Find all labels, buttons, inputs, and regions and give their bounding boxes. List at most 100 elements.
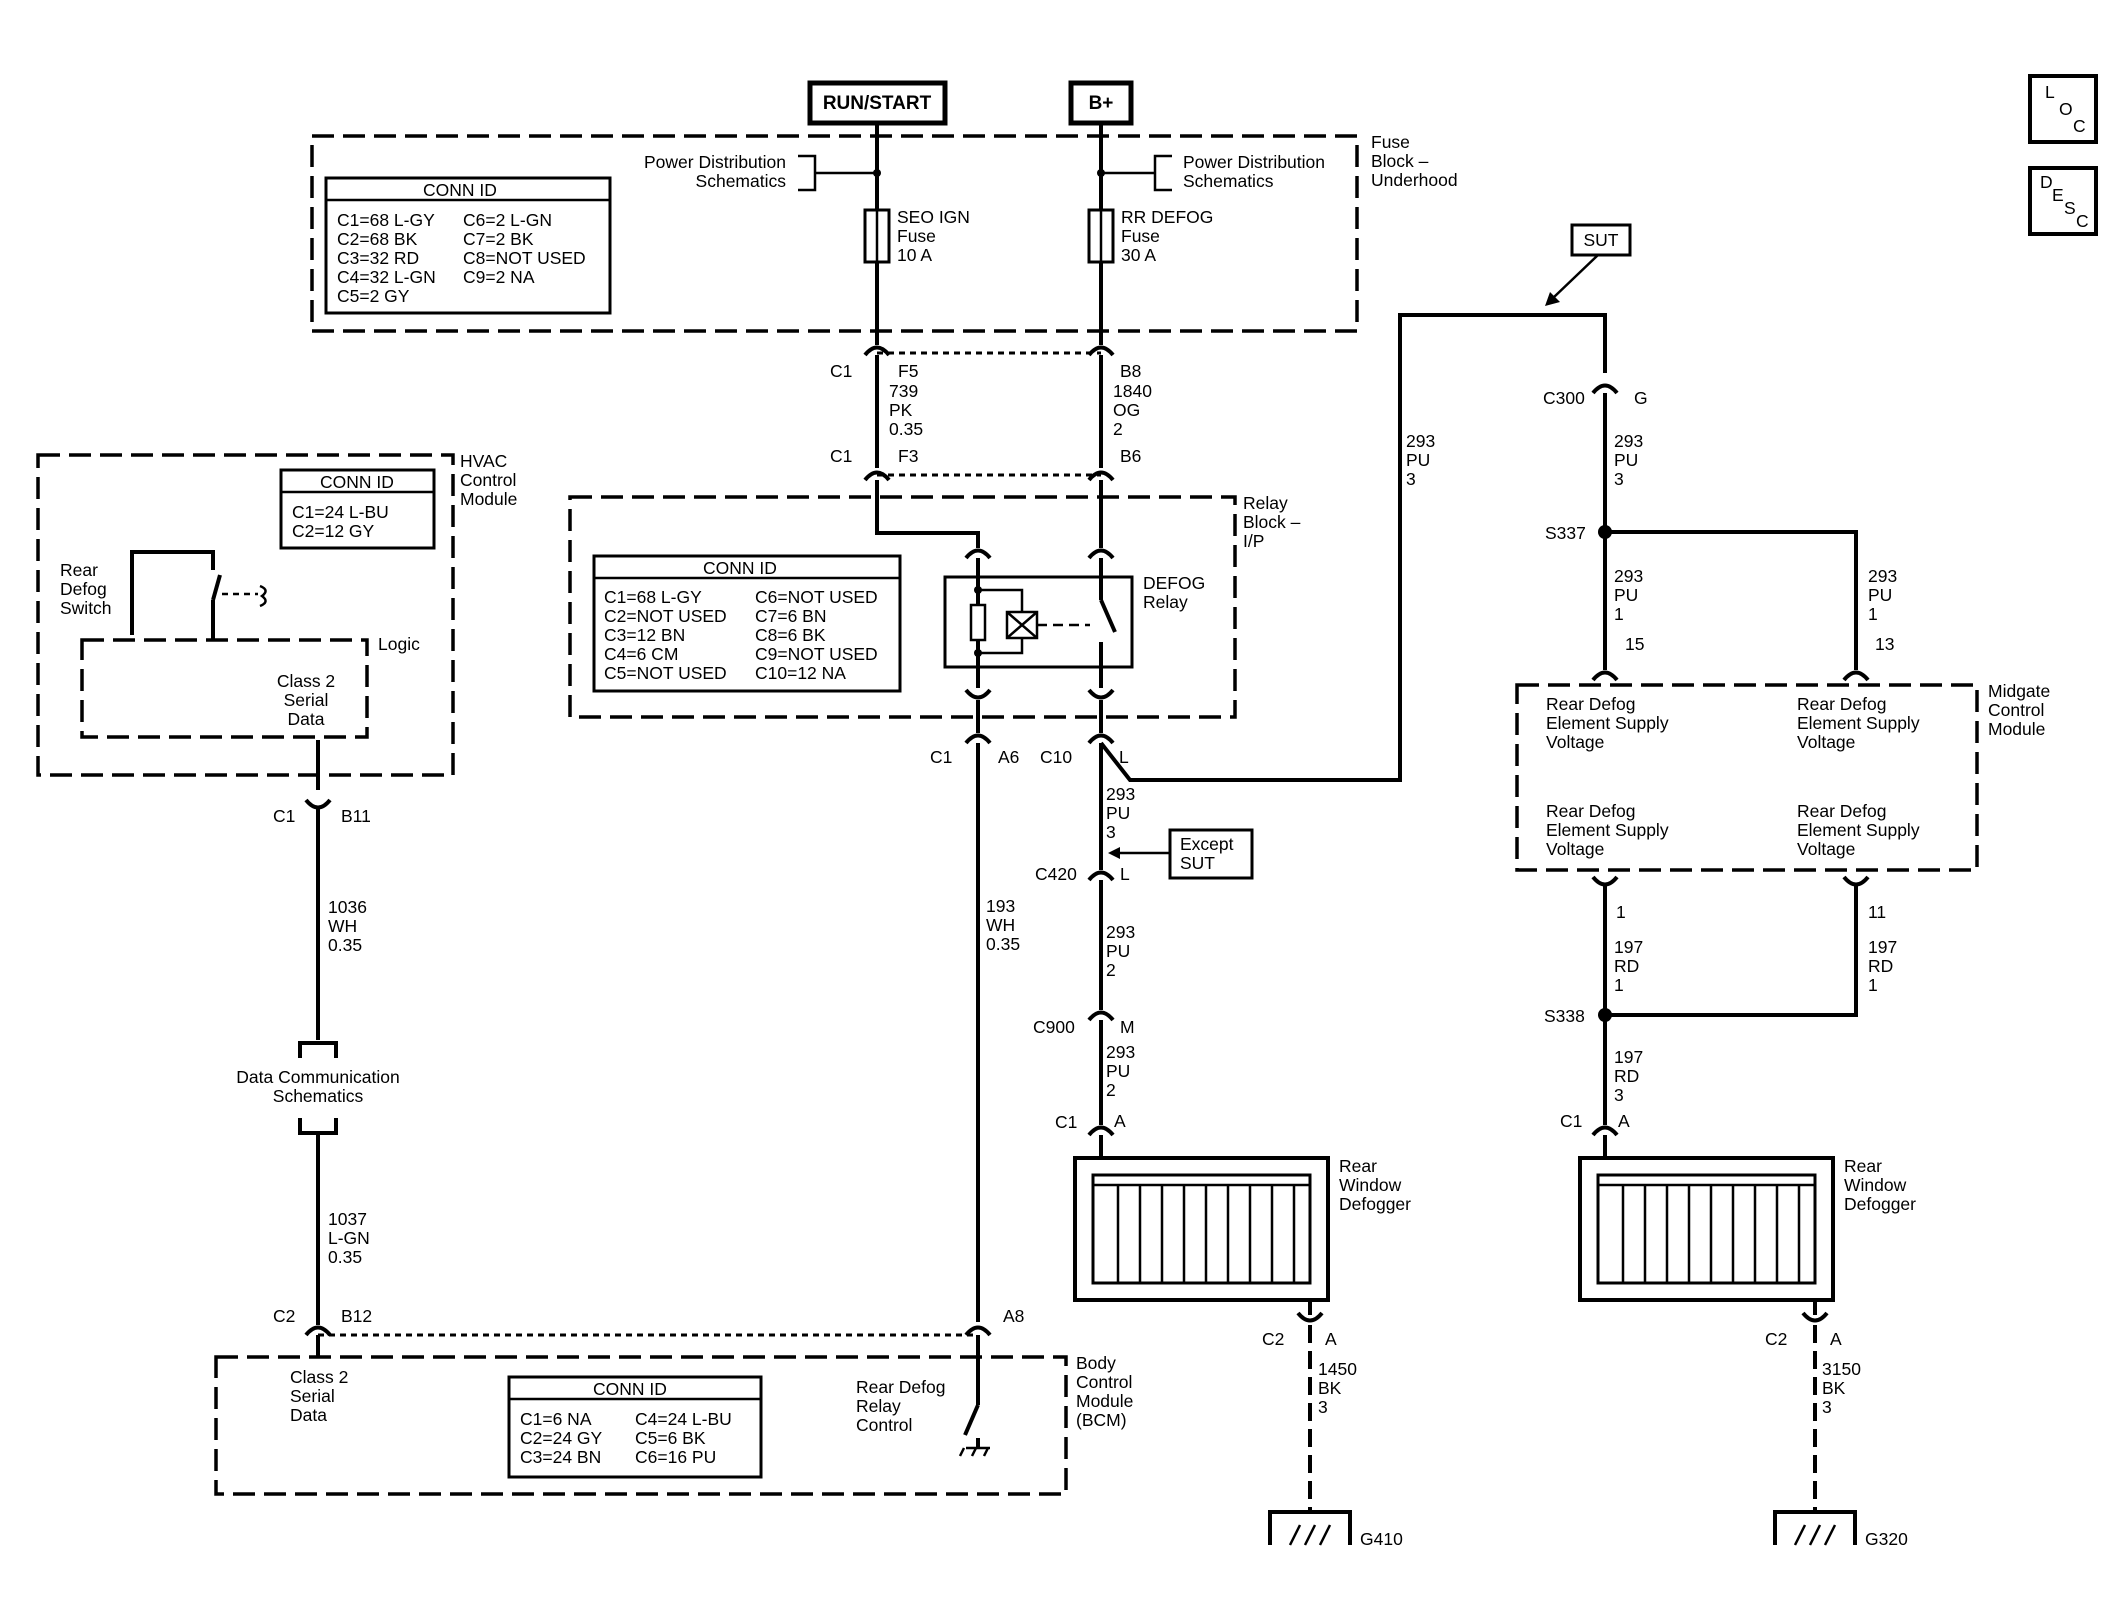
bcm-serial-labels: Class 2 Serial Data bbox=[290, 1367, 348, 1425]
svg-text:C1: C1 bbox=[830, 361, 852, 381]
svg-text:C3=32 RD: C3=32 RD bbox=[337, 248, 419, 268]
svg-text:Fuse: Fuse bbox=[1371, 132, 1410, 152]
svg-text:HVAC: HVAC bbox=[460, 451, 507, 471]
svg-text:A: A bbox=[1325, 1329, 1337, 1349]
svg-text:PU: PU bbox=[1106, 1061, 1130, 1081]
sut-lower-labels: 1 11 197 RD 1 197 RD 1 S338 197 RD 3 C1 … bbox=[1544, 902, 1897, 1131]
svg-text:3: 3 bbox=[1822, 1397, 1832, 1417]
svg-text:RD: RD bbox=[1614, 1066, 1639, 1086]
connector-b6 bbox=[1087, 470, 1115, 482]
svg-text:293: 293 bbox=[1614, 431, 1643, 451]
rear-window-defogger-1: Rear Window Defogger bbox=[1073, 1135, 1411, 1302]
svg-text:1: 1 bbox=[1616, 902, 1626, 922]
svg-text:BK: BK bbox=[1318, 1378, 1342, 1398]
svg-text:C2=NOT USED: C2=NOT USED bbox=[604, 606, 727, 626]
rear-defog-relay-control: Rear Defog Relay Control bbox=[856, 1335, 990, 1457]
sut-note: SUT bbox=[1545, 223, 1632, 306]
svg-text:DEFOG: DEFOG bbox=[1143, 573, 1205, 593]
svg-text:Power Distribution: Power Distribution bbox=[1183, 152, 1325, 172]
svg-text:0.35: 0.35 bbox=[986, 934, 1020, 954]
svg-text:Class 2: Class 2 bbox=[277, 671, 335, 691]
svg-text:1840: 1840 bbox=[1113, 381, 1152, 401]
svg-text:CONN ID: CONN ID bbox=[703, 558, 777, 578]
svg-text:PU: PU bbox=[1406, 450, 1430, 470]
svg-text:Schematics: Schematics bbox=[696, 171, 787, 191]
svg-text:L-GN: L-GN bbox=[328, 1228, 370, 1248]
fuse-block-title: Fuse Block – Underhood bbox=[1371, 132, 1458, 190]
svg-text:SUT: SUT bbox=[1180, 853, 1215, 873]
svg-text:Voltage: Voltage bbox=[1797, 839, 1855, 859]
rear-window-defogger-2: Rear Window Defogger bbox=[1578, 1135, 1916, 1302]
bcm-outline bbox=[214, 1355, 1068, 1496]
bcm-title: Body Control Module (BCM) bbox=[1076, 1353, 1133, 1430]
svg-text:293: 293 bbox=[1614, 566, 1643, 586]
svg-text:C420: C420 bbox=[1035, 864, 1077, 884]
svg-text:PK: PK bbox=[889, 400, 913, 420]
svg-text:Window: Window bbox=[1844, 1175, 1907, 1195]
hvac-title: HVAC Control Module bbox=[460, 451, 517, 509]
svg-text:(BCM): (BCM) bbox=[1076, 1410, 1127, 1430]
svg-text:C1: C1 bbox=[930, 747, 952, 767]
svg-text:Element Supply: Element Supply bbox=[1797, 713, 1920, 733]
midgate-control-module-outline bbox=[1515, 683, 1979, 872]
svg-text:B11: B11 bbox=[341, 806, 371, 826]
rr-defog-fuse: RR DEFOG Fuse 30 A bbox=[1087, 207, 1213, 265]
svg-text:C2=24 GY: C2=24 GY bbox=[520, 1428, 603, 1448]
svg-text:Defogger: Defogger bbox=[1844, 1194, 1916, 1214]
svg-text:Body: Body bbox=[1076, 1353, 1116, 1373]
svg-text:G410: G410 bbox=[1360, 1529, 1403, 1549]
svg-text:D: D bbox=[2040, 172, 2053, 192]
svg-text:PU: PU bbox=[1614, 585, 1638, 605]
svg-text:C2: C2 bbox=[273, 1306, 295, 1326]
hvac-logic-box bbox=[80, 638, 369, 739]
svg-text:C5=6 BK: C5=6 BK bbox=[635, 1428, 706, 1448]
svg-text:293: 293 bbox=[1406, 431, 1435, 451]
power-distribution-ref-right: Power Distribution Schematics bbox=[1101, 152, 1325, 192]
svg-text:Logic: Logic bbox=[378, 634, 420, 654]
svg-text:1: 1 bbox=[1614, 604, 1624, 624]
midgate-labels: Midgate Control Module Rear Defog Elemen… bbox=[1546, 681, 2050, 859]
middle-lower-labels: C420 L 293 PU 2 C900 M 293 PU 2 C1 A bbox=[1033, 864, 1135, 1132]
svg-text:Block –: Block – bbox=[1243, 512, 1301, 532]
loc-button[interactable]: L O C bbox=[2028, 74, 2098, 144]
svg-text:Rear: Rear bbox=[1844, 1156, 1882, 1176]
svg-text:Relay: Relay bbox=[1143, 592, 1188, 612]
splice-s338 bbox=[1598, 1008, 1612, 1022]
svg-text:C1=68 L-GY: C1=68 L-GY bbox=[604, 587, 702, 607]
desc-button[interactable]: D E S C bbox=[2028, 166, 2098, 236]
connector-c1-f5 bbox=[863, 345, 891, 357]
svg-text:0.35: 0.35 bbox=[889, 419, 923, 439]
svg-text:B8: B8 bbox=[1120, 361, 1141, 381]
svg-text:A: A bbox=[1830, 1329, 1842, 1349]
middle-ground-labels: C2 A 1450 BK 3 bbox=[1262, 1329, 1357, 1417]
svg-text:C: C bbox=[2076, 211, 2089, 231]
svg-text:30 A: 30 A bbox=[1121, 245, 1156, 265]
b-plus-source: B+ bbox=[1068, 80, 1134, 126]
svg-text:Voltage: Voltage bbox=[1797, 732, 1855, 752]
svg-text:G: G bbox=[1634, 388, 1648, 408]
svg-text:C8=6 BK: C8=6 BK bbox=[755, 625, 826, 645]
svg-text:293: 293 bbox=[1106, 1042, 1135, 1062]
svg-text:C1=6 NA: C1=6 NA bbox=[520, 1409, 592, 1429]
power-distribution-ref-left: Power Distribution Schematics bbox=[644, 152, 877, 192]
svg-text:Relay: Relay bbox=[856, 1396, 901, 1416]
ground-g410: G410 bbox=[1268, 1510, 1403, 1549]
svg-text:C4=24 L-BU: C4=24 L-BU bbox=[635, 1409, 732, 1429]
rear-defog-switch: Rear Defog Switch bbox=[60, 550, 267, 640]
svg-text:WH: WH bbox=[986, 915, 1015, 935]
svg-text:Class 2: Class 2 bbox=[290, 1367, 348, 1387]
svg-text:193: 193 bbox=[986, 896, 1015, 916]
svg-text:Serial: Serial bbox=[284, 690, 329, 710]
seo-ign-fuse: SEO IGN Fuse 10 A bbox=[863, 207, 970, 265]
ground-g320: G320 bbox=[1773, 1510, 1908, 1549]
svg-text:S338: S338 bbox=[1544, 1006, 1585, 1026]
svg-text:11: 11 bbox=[1868, 902, 1886, 922]
svg-text:L: L bbox=[1119, 747, 1129, 767]
svg-text:Module: Module bbox=[1076, 1391, 1133, 1411]
svg-text:WH: WH bbox=[328, 916, 357, 936]
bcm-conn-id: CONN ID C1=6 NA C2=24 GY C3=24 BN C4=24 … bbox=[507, 1375, 763, 1479]
svg-text:L: L bbox=[2045, 82, 2055, 102]
svg-text:A: A bbox=[1618, 1111, 1630, 1131]
svg-text:Defogger: Defogger bbox=[1339, 1194, 1411, 1214]
